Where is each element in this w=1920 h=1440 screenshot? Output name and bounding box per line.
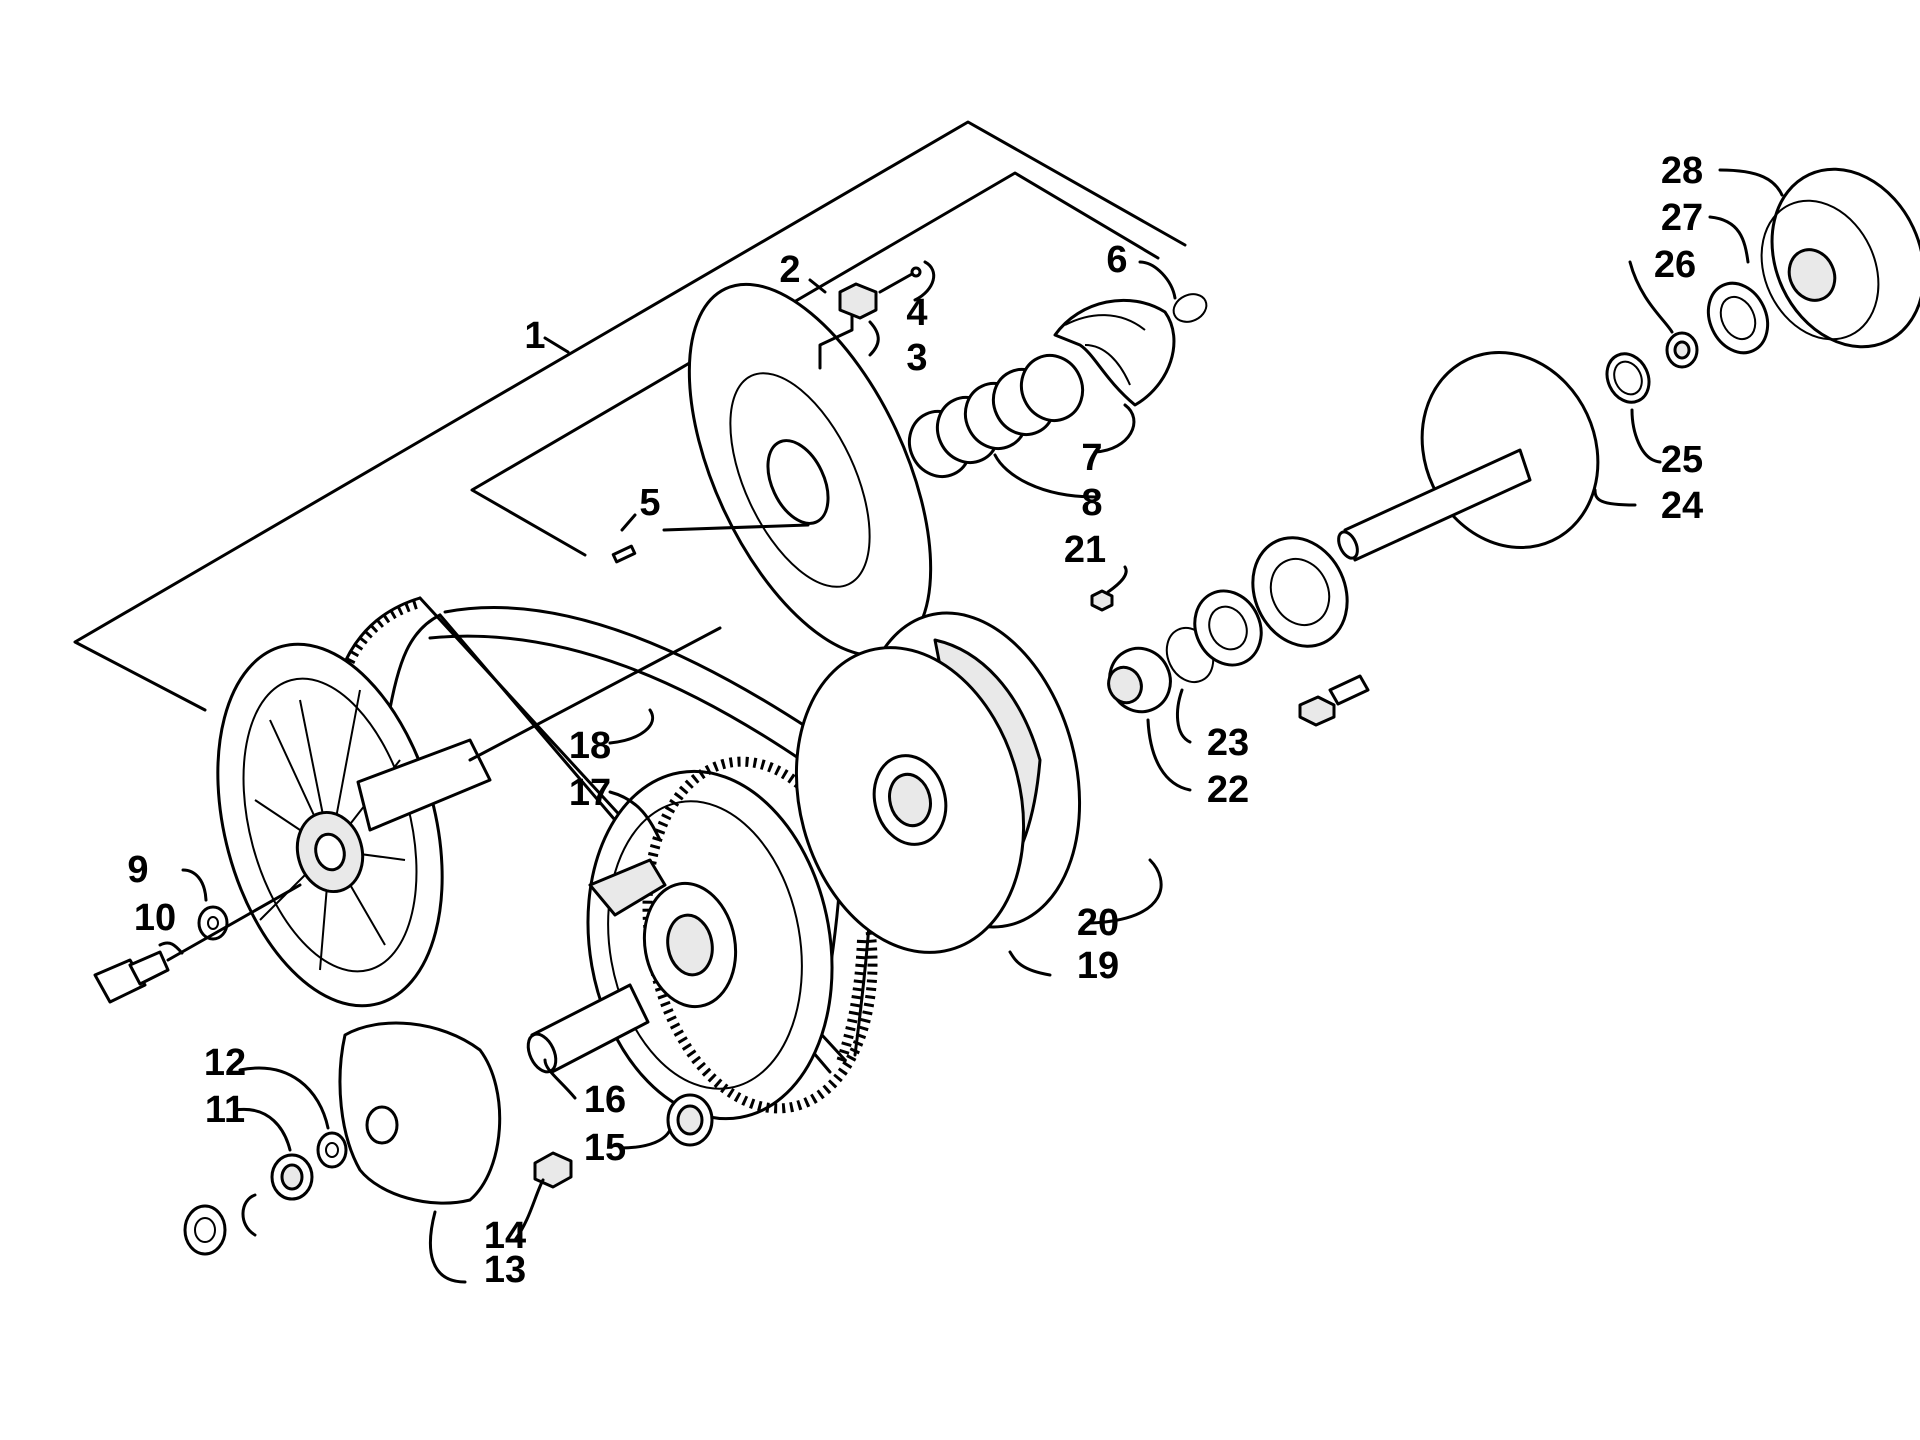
callout-label-10: 10 (134, 897, 176, 939)
ball-bearing (1251, 536, 1349, 648)
callout-label-20: 20 (1077, 902, 1119, 944)
callout-label-3: 3 (906, 337, 927, 379)
part-11-bushing (270, 1153, 314, 1201)
part-8-spring (907, 354, 1085, 478)
callout-label-16: 16 (584, 1079, 626, 1121)
part-6-snap-ring (1172, 293, 1208, 323)
bearing-seal (1193, 589, 1263, 667)
callout-label-9: 9 (127, 849, 148, 891)
part-1-fixed-sheave (216, 626, 722, 1008)
callout-label-24: 24 (1661, 485, 1703, 527)
callout-label-17: 17 (569, 772, 611, 814)
snap-ring (241, 1193, 257, 1237)
callout-label-7: 7 (1081, 437, 1102, 479)
bolt-and-nut (1298, 674, 1370, 727)
part-22-collar (1107, 646, 1172, 714)
part-26-bushing (1665, 331, 1699, 369)
callout-label-19: 19 (1077, 945, 1119, 987)
part-17-driven-pulley (586, 756, 878, 1121)
part-15-roller (666, 1093, 714, 1147)
part-7-cam (1053, 298, 1176, 407)
callout-label-6: 6 (1106, 239, 1127, 281)
callout-label-5: 5 (639, 482, 660, 524)
callout-label-13: 13 (484, 1249, 526, 1291)
clutch-bearing (183, 1204, 227, 1256)
part-27-one-way-bearing (1706, 281, 1770, 355)
callout-label-26: 26 (1654, 244, 1696, 286)
callout-labels: 1 2 3 4 5 6 7 8 9 10 11 12 13 14 15 16 1… (127, 150, 1703, 1291)
callout-label-22: 22 (1207, 769, 1249, 811)
leader-lines (158, 168, 1784, 1284)
callout-label-21: 21 (1064, 529, 1106, 571)
callout-label-12: 12 (204, 1042, 246, 1084)
callout-label-4: 4 (906, 292, 927, 334)
part-21-screw (1090, 589, 1114, 612)
part-28-clutch-drum (1760, 167, 1920, 349)
callout-label-23: 23 (1207, 722, 1249, 764)
part-14-slider (533, 1151, 573, 1189)
callout-label-27: 27 (1661, 197, 1703, 239)
callout-label-14: 14 (484, 1215, 526, 1257)
callout-label-15: 15 (584, 1127, 626, 1169)
part-24-housing-shaft (1337, 351, 1600, 562)
callout-label-25: 25 (1661, 439, 1703, 481)
part-19-drive-pulley (794, 611, 1082, 954)
assembly-bracket-1 (73, 120, 1187, 712)
callout-label-28: 28 (1661, 150, 1703, 192)
callout-label-18: 18 (569, 725, 611, 767)
callout-label-8: 8 (1081, 482, 1102, 524)
part-10-bolt (93, 883, 302, 1004)
callout-label-2: 2 (779, 249, 800, 291)
part-13-movable-sheave (338, 1021, 502, 1205)
callout-label-1: 1 (524, 315, 545, 357)
part-25-seal-ring (1605, 352, 1651, 404)
part-5-pin (611, 523, 810, 564)
part-12-washer (316, 1131, 348, 1169)
part-3-weight (838, 282, 878, 320)
part-4-screw (878, 266, 922, 294)
part-16-shaft (526, 983, 650, 1074)
part-2-movable-sheave (687, 282, 933, 658)
callout-label-11: 11 (205, 1089, 245, 1131)
